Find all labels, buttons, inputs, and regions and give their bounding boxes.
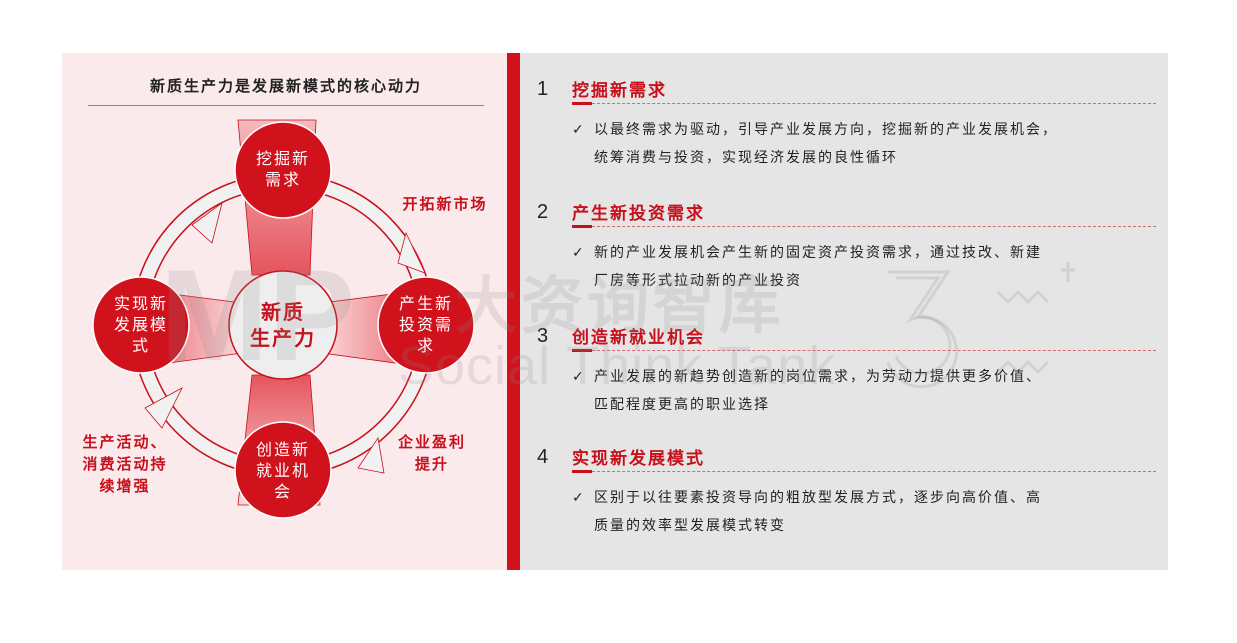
diagram-panel: 新质生产力是发展新模式的核心动力 xyxy=(62,53,507,570)
section-number: 1 xyxy=(537,78,549,100)
diagram-title: 新质生产力是发展新模式的核心动力 xyxy=(149,77,422,95)
section-title: 产生新投资需求 xyxy=(572,204,705,224)
node-top-label: 挖掘新 需求 xyxy=(255,149,310,189)
section-divider xyxy=(572,103,1156,104)
arrowhead-top-right xyxy=(397,231,426,274)
node-left-circle xyxy=(92,276,190,374)
node-left-label: 实现新 发展模 式 xyxy=(113,294,168,355)
check-icon: ✓ xyxy=(572,369,586,385)
section-divider xyxy=(572,350,1156,351)
node-right-circle xyxy=(377,276,475,374)
edge-label-profit: 企业盈利 提升 xyxy=(397,433,466,473)
center-circle xyxy=(228,270,338,380)
section-title: 实现新发展模式 xyxy=(572,449,705,469)
section-divider-accent xyxy=(572,349,592,352)
section-number: 2 xyxy=(537,201,549,223)
node-bottom-label: 创造新 就业机 会 xyxy=(255,440,310,501)
arrowhead-top-left xyxy=(191,202,223,244)
center-label: 新质 生产力 xyxy=(250,300,316,350)
edge-label-open-market: 开拓新市场 xyxy=(402,195,488,213)
arrowhead-bottom-right xyxy=(357,436,385,474)
cycle-diagram xyxy=(92,119,475,519)
section-divider-accent xyxy=(572,225,592,228)
arrowhead-bottom-left xyxy=(144,387,183,429)
node-right-label: 产生新 投资需 求 xyxy=(398,294,453,355)
edge-label-activity: 生产活动、 消费活动持 续增强 xyxy=(82,433,168,495)
section-bullet: ✓产业发展的新趋势创造新的岗位需求，为劳动力提供更多价值、 匹配程度更高的职业选… xyxy=(572,363,1162,419)
section-divider xyxy=(572,226,1156,227)
section-number: 4 xyxy=(537,446,549,468)
section-title: 创造新就业机会 xyxy=(572,328,705,348)
node-top-circle xyxy=(234,121,332,219)
check-icon: ✓ xyxy=(572,245,586,261)
explanation-panel: 1 挖掘新需求 ✓以最终需求为驱动，引导产业发展方向，挖掘新的产业发展机会， 统… xyxy=(520,53,1168,570)
section-divider-accent xyxy=(572,470,592,473)
check-icon: ✓ xyxy=(572,490,586,506)
title-divider xyxy=(88,105,484,106)
section-divider xyxy=(572,471,1156,472)
section-number: 3 xyxy=(537,325,549,347)
section-title: 挖掘新需求 xyxy=(572,81,667,101)
check-icon: ✓ xyxy=(572,122,586,138)
divider-bar xyxy=(507,53,520,570)
section-divider-accent xyxy=(572,102,592,105)
section-bullet: ✓新的产业发展机会产生新的固定资产投资需求，通过技改、新建 厂房等形式拉动新的产… xyxy=(572,239,1162,295)
section-bullet: ✓以最终需求为驱动，引导产业发展方向，挖掘新的产业发展机会， 统筹消费与投资，实… xyxy=(572,116,1162,172)
section-bullet: ✓区别于以往要素投资导向的粗放型发展方式，逐步向高价值、高 质量的效率型发展模式… xyxy=(572,484,1162,540)
node-bottom-circle xyxy=(234,421,332,519)
